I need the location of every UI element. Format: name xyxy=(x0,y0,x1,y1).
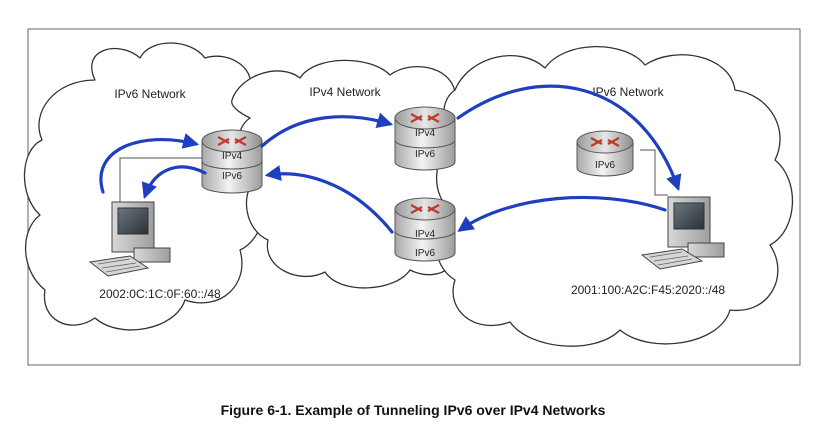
arrow-right-host-to-ipv4-router xyxy=(457,195,667,232)
label-right-network: IPv6 Network xyxy=(592,85,664,99)
link-left-host-router xyxy=(119,157,208,205)
left-host-prefix: 2002:0C:1C:0F:60::/48 xyxy=(99,287,221,301)
figure-caption: Figure 6-1. Example of Tunneling IPv6 ov… xyxy=(220,402,606,418)
label-middle-network: IPv4 Network xyxy=(309,85,381,99)
arrow-left-router-to-host xyxy=(141,165,207,200)
arrow-ipv4-router-to-left-router xyxy=(264,165,394,234)
arrow-left-router-to-ipv4-router xyxy=(260,112,394,148)
link-right-host-router xyxy=(640,149,668,196)
router-middle-top: IPv4 IPv6 xyxy=(394,106,456,171)
right-host-prefix: 2001:100:A2C:F45:2020::/48 xyxy=(571,283,725,297)
arrow-ipv4-router-to-right-host xyxy=(456,84,682,192)
router-middle-top-label-ipv6: IPv6 xyxy=(415,149,435,160)
router-middle-top-label-ipv4: IPv4 xyxy=(415,128,435,139)
router-left-dual-stack: IPv4 IPv6 xyxy=(201,129,263,194)
router-left-label-ipv6: IPv6 xyxy=(222,171,242,182)
host-right-computer-icon xyxy=(640,196,725,270)
router-middle-bottom-label-ipv6: IPv6 xyxy=(415,248,435,259)
router-middle-bottom: IPv4 IPv6 xyxy=(394,197,456,262)
router-right-label-ipv6: IPv6 xyxy=(595,160,615,171)
label-left-network: IPv6 Network xyxy=(114,87,186,101)
host-left-computer-icon xyxy=(88,201,171,277)
arrow-host-to-left-router xyxy=(99,133,200,194)
router-middle-bottom-label-ipv4: IPv4 xyxy=(415,229,435,240)
router-right-ipv6: IPv6 xyxy=(576,130,634,177)
router-left-label-ipv4: IPv4 xyxy=(222,151,242,162)
